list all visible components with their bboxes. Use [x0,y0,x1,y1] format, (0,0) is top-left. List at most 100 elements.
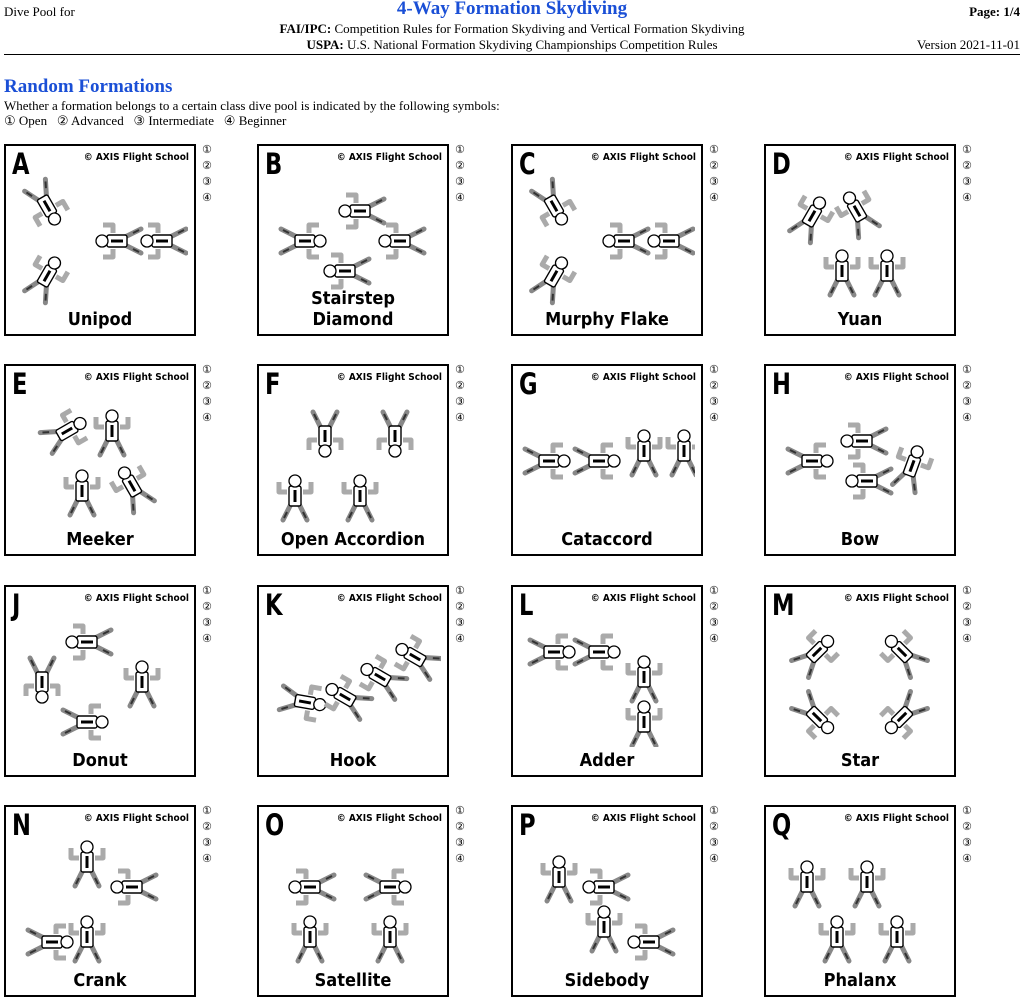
formation-name: Murphy Flake [545,309,669,330]
class-symbol: ② [202,159,212,172]
formation-name: Open Accordion [280,529,426,550]
class-symbol: ④ [202,191,212,204]
class-symbol: ③ [709,836,719,849]
skydiver-figure [785,442,834,480]
copyright-label: © AXIS Flight School [336,372,442,383]
class-symbol: ① [709,143,719,156]
class-symbol: ③ [962,175,972,188]
formation-diagram [522,429,695,480]
class-symbol: ① [202,804,212,817]
class-symbol: ④ [709,191,719,204]
class-symbol: ① [962,143,972,156]
class-symbol: ① [709,584,719,597]
skydiver-figure [37,407,89,456]
class-symbol: ② [455,820,465,833]
class-legend: ① Open ② Advanced ③ Intermediate ④ Begin… [4,113,287,128]
skydiver-figure [25,923,74,961]
class-symbol: ④ [962,632,972,645]
skydiver-figure [529,254,578,306]
skydiver-figure [890,445,935,496]
skydiver-figure [625,700,663,747]
copyright-label: © AXIS Flight School [83,152,189,163]
formation-letter: J [12,588,21,622]
class-symbol: ③ [962,395,972,408]
skydiver-figure [393,633,441,682]
class-symbol: ② [202,820,212,833]
skydiver-figure [68,840,106,889]
section-title: Random Formations [4,76,173,97]
uspa-text: U.S. National Formation Skydiving Champi… [343,37,718,52]
class-symbol: ② [709,379,719,392]
fai-label: FAI/IPC: [279,21,332,36]
formation-name: Cataccord [561,529,653,550]
skydiver-figure [95,222,144,260]
class-symbol: ② [962,159,972,172]
formation-diagram [23,623,161,741]
skydiver-figure [22,176,71,228]
formation-diagram [37,407,157,518]
fai-text: Competition Rules for Formation Skydivin… [331,21,745,36]
class-symbol: ① [455,143,465,156]
class-symbol: ③ [709,395,719,408]
skydiver-figure [371,915,409,964]
skydiver-figure [868,249,906,298]
skydiver-figure [625,429,663,478]
formation-diagram [276,409,414,523]
class-symbol: ② [202,600,212,613]
class-symbol: ② [709,600,719,613]
formation-letter: O [265,808,285,842]
class-symbol: ④ [202,411,212,424]
formation-name: Sidebody [564,970,650,991]
class-symbol: ④ [455,632,465,645]
formation-letter: H [772,367,791,401]
formation-diagram [788,860,916,964]
formation-name: Crank [73,970,127,991]
skydiver-figure [789,629,840,680]
formation-letter: L [519,588,534,622]
skydiver-figure [68,915,106,964]
skydiver-figure [60,703,109,741]
skydiver-figure [378,222,427,260]
class-symbol: ① [962,363,972,376]
skydiver-figure [278,222,327,260]
class-symbol: ③ [962,616,972,629]
skydiver-figure [93,409,131,458]
skydiver-figure [341,474,379,523]
class-symbol: ① [455,363,465,376]
skydiver-figure [788,860,826,909]
formation-name: Stairstep Diamond [311,288,395,330]
skydiver-figure [358,653,410,702]
skydiver-figure [276,683,327,723]
class-symbol: ① [709,363,719,376]
class-symbol: ③ [202,175,212,188]
formation-name: Donut [72,750,128,771]
skydiver-figure [818,915,856,964]
class-symbol: ② [455,159,465,172]
class-symbol: ④ [709,632,719,645]
class-symbol: ③ [202,836,212,849]
formation-name: Satellite [314,970,392,991]
class-symbols: ① ② ③ ④ [202,803,212,867]
class-symbol: ④ [455,191,465,204]
class-symbol: ④ [202,852,212,865]
page-number: Page: 1/4 [969,4,1020,19]
skydiver-figure [323,252,372,290]
class-symbol: ② [455,600,465,613]
skydiver-figure [878,915,916,964]
skydiver-figure [65,623,114,661]
formation-letter: P [519,808,536,842]
class-symbol: ② [709,159,719,172]
class-symbol: ③ [202,616,212,629]
skydiver-figure [840,422,889,460]
class-symbol: ③ [709,175,719,188]
skydiver-figure [625,655,663,704]
class-symbol: ① [202,584,212,597]
skydiver-figure [585,905,623,954]
skydiver-figure [108,464,157,516]
